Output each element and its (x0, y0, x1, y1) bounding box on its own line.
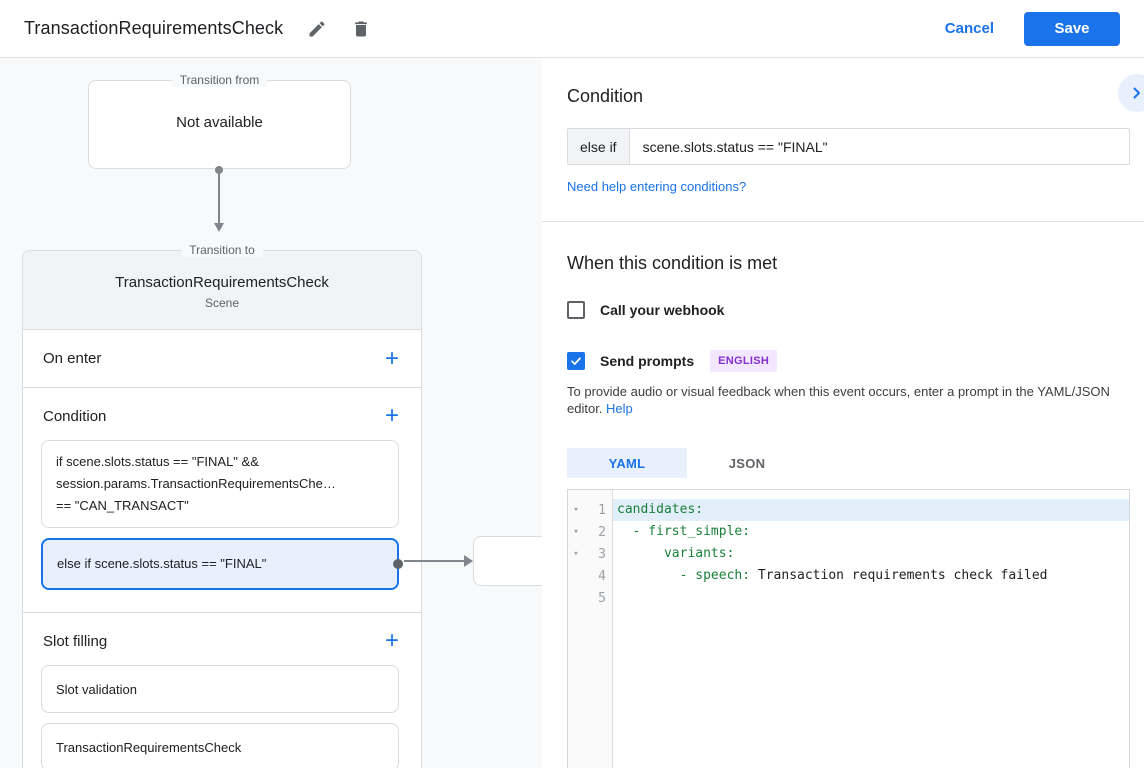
when-met-heading: When this condition is met (567, 253, 778, 273)
condition-section-label: Condition (43, 407, 107, 425)
code-line: candidates: (613, 499, 1129, 521)
save-button[interactable]: Save (1024, 11, 1120, 46)
chevron-right-icon (1133, 87, 1140, 99)
condition-input-row: else if (567, 128, 1130, 165)
send-prompts-row: Send prompts ENGLISH (567, 350, 1144, 372)
transition-from-value: Not available (176, 114, 263, 131)
webhook-label: Call your webhook (600, 302, 725, 318)
panel-heading: Condition (567, 86, 644, 106)
transition-arrow (214, 166, 224, 232)
panel-divider (542, 221, 1144, 222)
fold-arrow-icon[interactable]: ▾ (573, 527, 579, 537)
add-condition-icon[interactable]: + (384, 402, 399, 429)
transition-to-label: Transition to (181, 243, 263, 257)
condition-connector-arrowhead (464, 555, 473, 567)
fold-arrow-icon[interactable]: ▾ (573, 549, 579, 559)
condition-item-1[interactable]: if scene.slots.status == "FINAL" && sess… (41, 440, 399, 528)
condition-section: Condition + if scene.slots.status == "FI… (23, 388, 421, 613)
add-slot-icon[interactable]: + (384, 627, 399, 654)
tab-json[interactable]: JSON (728, 455, 766, 471)
webhook-checkbox[interactable] (567, 301, 585, 319)
on-enter-row[interactable]: On enter + (23, 330, 421, 388)
scene-card-header[interactable]: Transition to TransactionRequirementsChe… (23, 243, 421, 330)
page-title: TransactionRequirementsCheck (24, 18, 284, 38)
send-prompts-checkbox[interactable] (567, 352, 585, 370)
send-prompts-label: Send prompts (600, 353, 695, 369)
code-line: variants: (617, 546, 735, 561)
connector-dot (393, 559, 403, 569)
condition-item-2-selected[interactable]: else if scene.slots.status == "FINAL" (41, 538, 403, 590)
condition-connector-line (404, 560, 466, 562)
fold-arrow-icon[interactable]: ▾ (573, 505, 579, 515)
delete-trash-icon[interactable] (349, 17, 373, 41)
transition-from-label: Transition from (171, 73, 268, 87)
condition-expression-input[interactable] (629, 129, 1129, 164)
edit-pencil-icon[interactable] (305, 17, 329, 41)
slot-filling-section: Slot filling + Slot validation Transacti… (23, 613, 421, 768)
condition-editor-panel: Condition else if Need help entering con… (542, 58, 1144, 768)
transition-from-box: Transition from Not available (88, 73, 351, 169)
scene-flow-canvas: Transition from Not available Transition… (0, 58, 542, 768)
slot-validation-item[interactable]: Slot validation (41, 665, 399, 713)
add-on-enter-icon[interactable]: + (384, 344, 399, 372)
editor-tabs: YAML JSON (567, 448, 1144, 478)
condition-prefix: else if (568, 129, 630, 164)
cancel-button[interactable]: Cancel (944, 20, 994, 37)
tab-yaml[interactable]: YAML (567, 448, 687, 478)
transition-target-box[interactable] (473, 536, 542, 586)
prompt-helper-text: To provide audio or visual feedback when… (567, 384, 1110, 416)
language-badge: ENGLISH (710, 350, 778, 372)
top-bar: TransactionRequirementsCheck Cancel Save (0, 0, 1144, 58)
code-line: - first_simple: (617, 524, 751, 539)
on-enter-label: On enter (43, 350, 102, 367)
scene-type: Scene (204, 296, 240, 310)
slot-filling-label: Slot filling (43, 632, 108, 650)
help-link[interactable]: Help (606, 401, 633, 416)
scene-card: Transition to TransactionRequirementsChe… (22, 243, 422, 768)
yaml-code-editor[interactable]: ▾1 ▾2 ▾3 4 5 candidates: - first_simple:… (567, 489, 1130, 768)
code-line (613, 587, 1129, 609)
webhook-row: Call your webhook (567, 301, 1144, 319)
collapse-panel-button[interactable] (1118, 74, 1144, 112)
slot-transaction-item[interactable]: TransactionRequirementsCheck (41, 723, 399, 768)
scene-name: TransactionRequirementsCheck (115, 274, 329, 291)
conditions-help-link[interactable]: Need help entering conditions? (567, 179, 747, 194)
code-area[interactable]: candidates: - first_simple: variants: - … (613, 490, 1129, 768)
checkmark-icon (571, 357, 581, 365)
editor-gutter: ▾1 ▾2 ▾3 4 5 (568, 490, 613, 768)
code-line: - speech: Transaction requirements check… (617, 568, 1048, 583)
